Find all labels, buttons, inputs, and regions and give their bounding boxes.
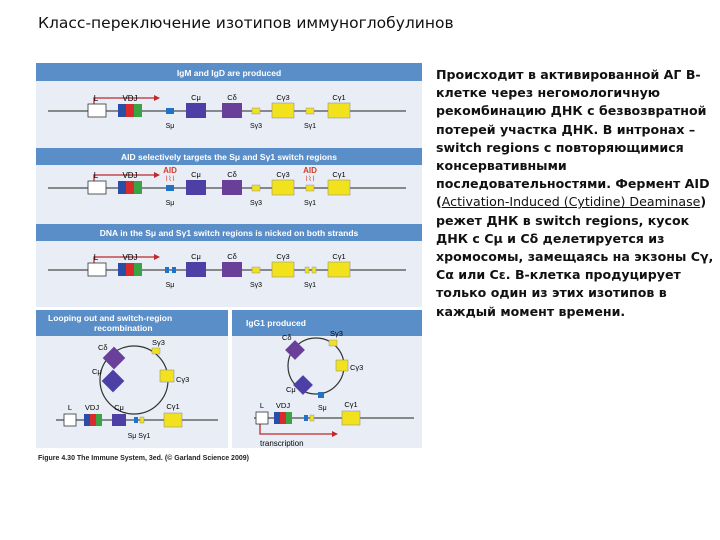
aid-link[interactable]: Activation-Induced (Cytidine) Deaminase — [441, 194, 701, 210]
svg-text:⌇⌇⌇: ⌇⌇⌇ — [305, 175, 315, 183]
label-Sg1: Sγ1 — [304, 123, 316, 130]
svg-text:Cγ1: Cγ1 — [332, 252, 345, 261]
svg-text:Cγ3: Cγ3 — [276, 252, 289, 261]
svg-text:L: L — [94, 253, 99, 262]
svg-text:Cγ3: Cγ3 — [350, 363, 363, 372]
label-Cg1: Cγ1 — [332, 93, 345, 102]
svg-text:L: L — [94, 171, 99, 180]
label-Sg3: Sγ3 — [250, 123, 262, 130]
svg-text:Cμ: Cμ — [286, 385, 296, 394]
body-text-part2: ) режет ДНК в switch regions, кусок ДНК … — [436, 194, 714, 319]
panel-1-header: IgM and IgD are produced — [177, 68, 281, 78]
svg-text:Cγ3: Cγ3 — [276, 170, 289, 179]
svg-text:Sγ3: Sγ3 — [152, 338, 165, 347]
body-text: Происходит в активированной АГ В-клетке … — [436, 66, 716, 321]
class-switch-figure: IgM and IgD are produced L VDJ Cμ Cδ Cγ3… — [34, 60, 426, 466]
svg-text:Cγ3: Cγ3 — [176, 375, 189, 384]
label-L: L — [94, 94, 99, 103]
svg-text:Cδ: Cδ — [282, 333, 292, 342]
svg-text:recombination: recombination — [94, 323, 153, 333]
svg-text:Cγ1: Cγ1 — [332, 170, 345, 179]
slide-title: Класс-переключение изотипов иммуноглобул… — [38, 14, 454, 32]
svg-text:Cδ: Cδ — [227, 252, 237, 261]
svg-text:Sμ: Sμ — [166, 200, 175, 207]
svg-text:L: L — [260, 401, 264, 410]
svg-text:Cδ: Cδ — [227, 170, 237, 179]
label-Cmu: Cμ — [191, 93, 201, 102]
panel-3: DNA in the Sμ and Sγ1 switch regions is … — [36, 224, 422, 307]
svg-text:Cμ: Cμ — [191, 170, 201, 179]
panel-1: IgM and IgD are produced L VDJ Cμ Cδ Cγ3… — [36, 63, 422, 148]
svg-text:Sγ3: Sγ3 — [250, 200, 262, 207]
panel-2: AID selectively targets the Sμ and Sγ1 s… — [36, 148, 422, 224]
svg-text:Sμ Sγ1: Sμ Sγ1 — [128, 433, 151, 440]
svg-text:Cδ: Cδ — [98, 343, 108, 352]
transcription-label: transcription — [260, 439, 304, 448]
label-Smu: Sμ — [166, 123, 175, 130]
svg-text:Sγ3: Sγ3 — [250, 282, 262, 289]
panel-4: Looping out and switch-region recombinat… — [36, 310, 228, 448]
svg-text:Sγ1: Sγ1 — [304, 200, 316, 207]
svg-text:VDJ: VDJ — [85, 403, 99, 412]
svg-text:VDJ: VDJ — [122, 171, 137, 180]
label-Cg3: Cγ3 — [276, 93, 289, 102]
svg-text:VDJ: VDJ — [276, 401, 290, 410]
svg-text:⌇⌇⌇: ⌇⌇⌇ — [165, 175, 175, 183]
panel-3-header: DNA in the Sμ and Sγ1 switch regions is … — [100, 228, 359, 238]
aid-label-1: AID — [163, 166, 177, 175]
body-text-part1: Происходит в активированной АГ В-клетке … — [436, 67, 710, 210]
svg-text:VDJ: VDJ — [122, 253, 137, 262]
svg-text:L: L — [68, 403, 72, 412]
label-Cdelta: Cδ — [227, 93, 237, 102]
svg-text:Sγ1: Sγ1 — [304, 282, 316, 289]
figure-caption: Figure 4.30 The Immune System, 3ed. (© G… — [38, 454, 249, 462]
panel-5: IgG1 produced Cδ Sγ3 Cγ3 Cμ Sμ L VDJ Cγ1… — [232, 310, 422, 448]
svg-text:Cμ: Cμ — [191, 252, 201, 261]
svg-text:Sγ3: Sγ3 — [330, 329, 343, 338]
panel-4-header: Looping out and switch-region — [48, 313, 172, 323]
svg-text:Sμ: Sμ — [318, 405, 327, 412]
svg-text:Cγ1: Cγ1 — [344, 400, 357, 409]
aid-label-2: AID — [303, 166, 317, 175]
label-VDJ: VDJ — [122, 94, 137, 103]
panel-5-header: IgG1 produced — [246, 318, 306, 328]
svg-text:Cγ1: Cγ1 — [166, 402, 179, 411]
svg-text:Sμ: Sμ — [166, 282, 175, 289]
svg-text:Cμ: Cμ — [114, 403, 124, 412]
panel-2-header: AID selectively targets the Sμ and Sγ1 s… — [121, 152, 337, 162]
svg-text:Cμ: Cμ — [92, 367, 102, 376]
